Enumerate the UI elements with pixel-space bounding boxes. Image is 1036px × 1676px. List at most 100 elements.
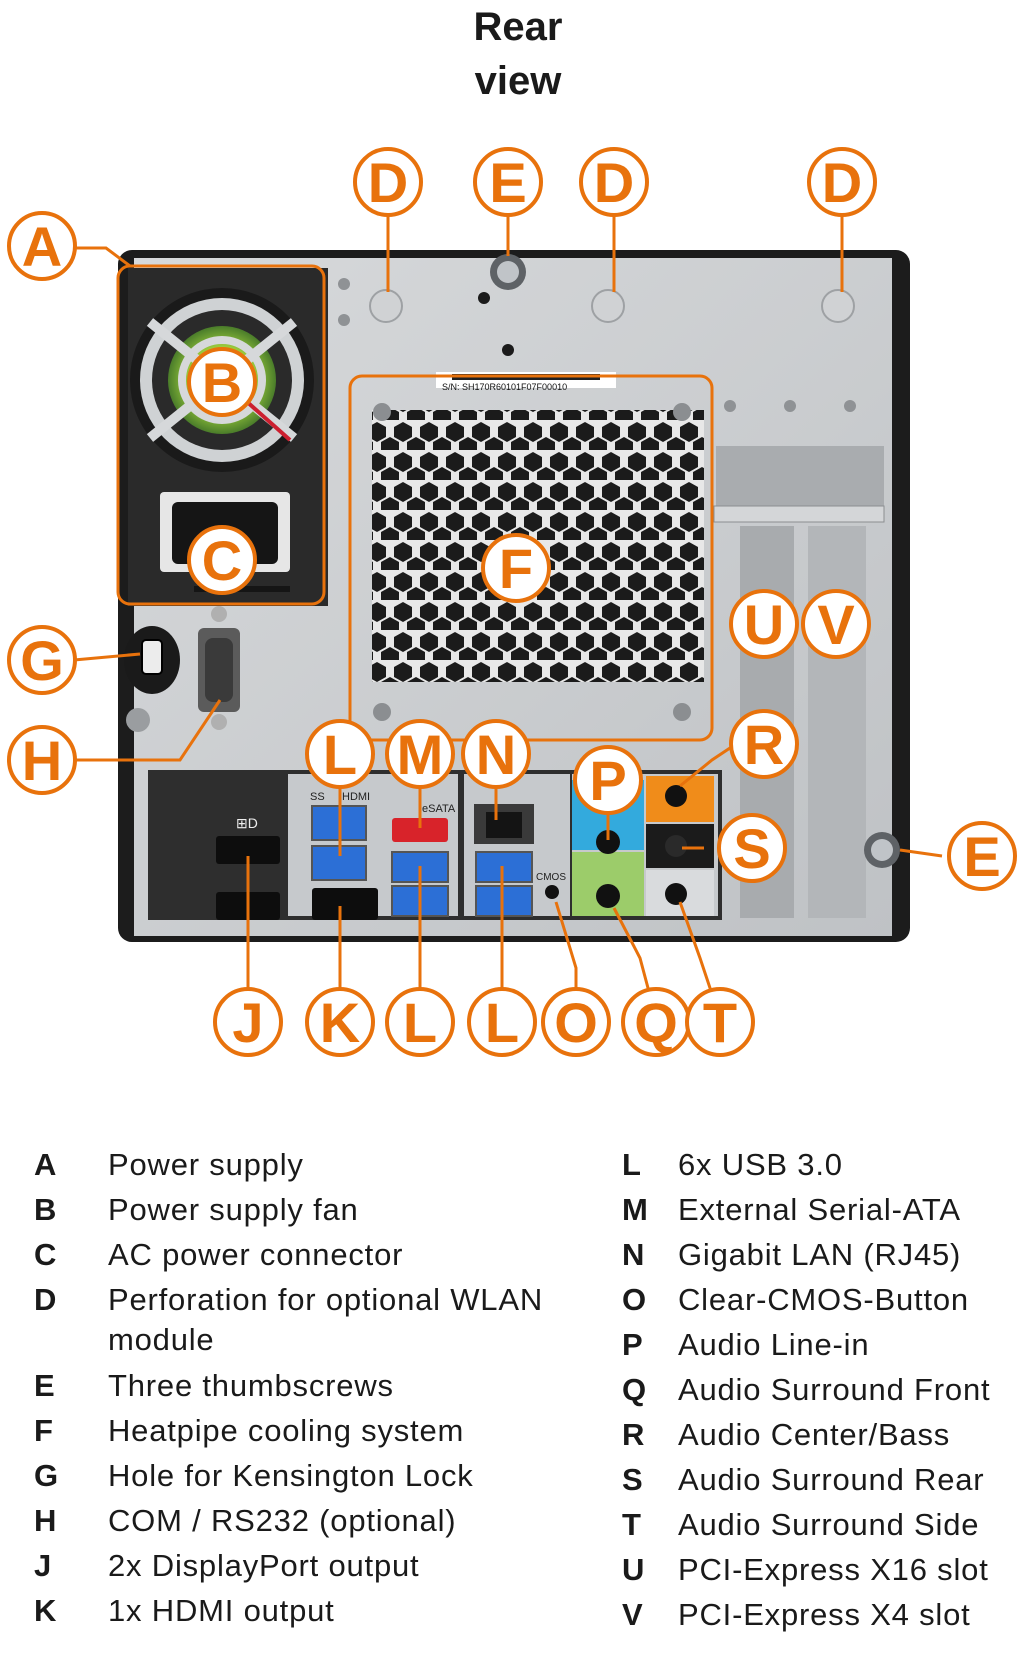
callout-n: N <box>461 719 531 789</box>
callout-l: L <box>305 719 375 789</box>
legend-key: N <box>622 1237 646 1272</box>
callout-c: C <box>187 525 257 595</box>
legend-item-m: M External Serial-ATA <box>622 1190 1036 1230</box>
callout-letter: S <box>733 817 770 880</box>
usb-hdmi-column: SS HDMI <box>310 791 378 920</box>
legend-key: M <box>622 1192 649 1227</box>
callout-letter: L <box>485 991 519 1054</box>
callout-letter: H <box>22 729 62 792</box>
kensington-lock-hole <box>124 626 180 694</box>
legend-key: R <box>622 1417 646 1452</box>
legend-key: D <box>34 1282 58 1317</box>
callout-letter: E <box>489 151 526 214</box>
usb-logo-text: SS <box>310 791 325 803</box>
legend-description: Hole for Kensington Lock <box>108 1458 474 1493</box>
legend-key: F <box>34 1413 54 1448</box>
callout-letter: D <box>822 151 862 214</box>
callout-letter: J <box>232 991 263 1054</box>
wlan-perforation-2 <box>591 289 625 323</box>
callout-letter: D <box>594 151 634 214</box>
legend-description: PCI-Express X4 slot <box>678 1597 971 1632</box>
legend-description: External Serial-ATA <box>678 1192 961 1227</box>
callout-letter: M <box>397 723 444 786</box>
callout-letter: Q <box>634 991 678 1054</box>
callout-l: L <box>385 987 455 1057</box>
callout-circle <box>685 987 755 1057</box>
legend-key: Q <box>622 1372 647 1407</box>
legend-description: 1x HDMI output <box>108 1593 335 1628</box>
callout-e: E <box>473 147 543 217</box>
callout-circle <box>7 725 77 795</box>
callout-circle <box>461 719 531 789</box>
legend-key: U <box>622 1552 646 1587</box>
legend-description: Heatpipe cooling system <box>108 1413 465 1448</box>
callout-h: H <box>7 725 77 795</box>
legend-description: Gigabit LAN (RJ45) <box>678 1237 962 1272</box>
legend-item-n: N Gigabit LAN (RJ45) <box>622 1235 1036 1275</box>
legend-key: O <box>622 1282 647 1317</box>
thumbscrew-right <box>864 832 900 868</box>
lan-usb-column: CMOS <box>474 804 566 917</box>
callout-letter: L <box>323 723 357 786</box>
callout-a: A <box>7 211 77 281</box>
legend-description: 6x USB 3.0 <box>678 1147 843 1182</box>
callout-letter: B <box>202 351 242 414</box>
callout-circle <box>385 719 455 789</box>
wlan-perforation-3 <box>821 289 855 323</box>
hdmi-port-label: HDMI <box>342 791 370 803</box>
callout-circle <box>947 821 1017 891</box>
callout-letter: T <box>703 991 737 1054</box>
com-port <box>198 606 240 730</box>
grille-screws <box>373 403 691 721</box>
legend-key: L <box>622 1147 642 1182</box>
callout-circle <box>353 147 423 217</box>
clear-cmos-button <box>545 885 559 899</box>
legend-description: COM / RS232 (optional) <box>108 1503 457 1538</box>
legend-item-o: O Clear-CMOS-Button <box>622 1280 1036 1320</box>
callout-circle <box>807 147 877 217</box>
callout-r: R <box>729 709 799 779</box>
callout-letter: C <box>202 529 242 592</box>
callout-q: Q <box>621 987 691 1057</box>
callout-circle <box>473 147 543 217</box>
callout-letter: V <box>817 593 854 656</box>
callout-p: P <box>573 745 643 815</box>
legend-description: 2x DisplayPort output <box>108 1548 420 1583</box>
callout-d: D <box>353 147 423 217</box>
legend-description: Power supply fan <box>108 1192 359 1227</box>
callout-u: U <box>729 589 799 659</box>
legend-key: B <box>34 1192 58 1227</box>
callout-letter: F <box>499 537 533 600</box>
callout-circle <box>717 813 787 883</box>
legend-description: Power supply <box>108 1147 304 1182</box>
callout-circle <box>801 589 871 659</box>
callout-o: O <box>541 987 611 1057</box>
callout-letter: G <box>20 629 64 692</box>
esata-port-label: eSATA <box>422 803 456 815</box>
legend-key: S <box>622 1462 644 1497</box>
legend-description: Clear-CMOS-Button <box>678 1282 969 1317</box>
legend-item-u: U PCI-Express X16 slot <box>622 1550 1036 1590</box>
legend-key: T <box>622 1507 642 1542</box>
legend-description: PCI-Express X16 slot <box>678 1552 989 1587</box>
callout-m: M <box>385 719 455 789</box>
callout-circle <box>187 347 257 417</box>
cmos-label: CMOS <box>536 872 566 883</box>
serial-number-text: S/N: SH170R60101F07F00010 <box>442 382 567 392</box>
callout-t: T <box>685 987 755 1057</box>
callout-d: D <box>807 147 877 217</box>
legend-item-l: L 6x USB 3.0 <box>622 1145 1036 1185</box>
